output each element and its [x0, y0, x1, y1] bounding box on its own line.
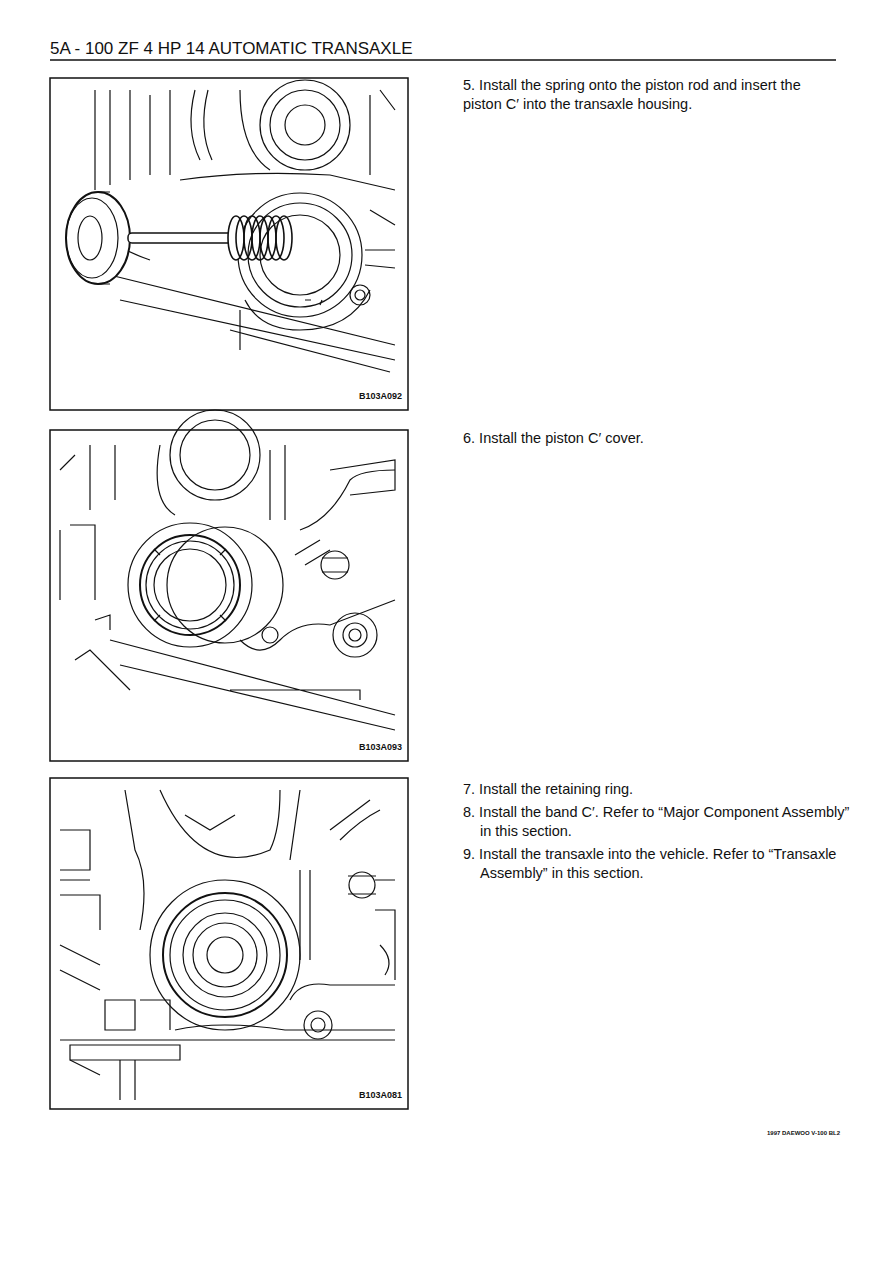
figure-code: B103A081 [300, 1090, 402, 1102]
piston-spring-illustration [66, 80, 395, 372]
step-text: 8. Install the band C′. Refer to “Major … [463, 803, 855, 841]
step-text: 6. Install the piston C′ cover. [463, 429, 838, 448]
step-text: 5. Install the spring onto the piston ro… [463, 76, 838, 114]
footer-code: 1997 DAEWOO V-100 BL2 [690, 1130, 840, 1138]
step-text: 7. Install the retaining ring. [463, 780, 838, 799]
figure-frame [50, 78, 408, 410]
figure-code: B103A093 [300, 742, 402, 754]
retaining-ring-illustration [60, 790, 395, 1100]
header-rule [50, 59, 836, 61]
piston-cover-illustration [60, 410, 395, 730]
figure-frame [50, 430, 408, 761]
step-text: 9. Install the transaxle into the vehicl… [463, 845, 855, 883]
figure-frame [50, 778, 408, 1109]
page-header: 5A - 100 ZF 4 HP 14 AUTOMATIC TRANSAXLE [50, 38, 413, 60]
figure-code: B103A092 [300, 391, 402, 403]
